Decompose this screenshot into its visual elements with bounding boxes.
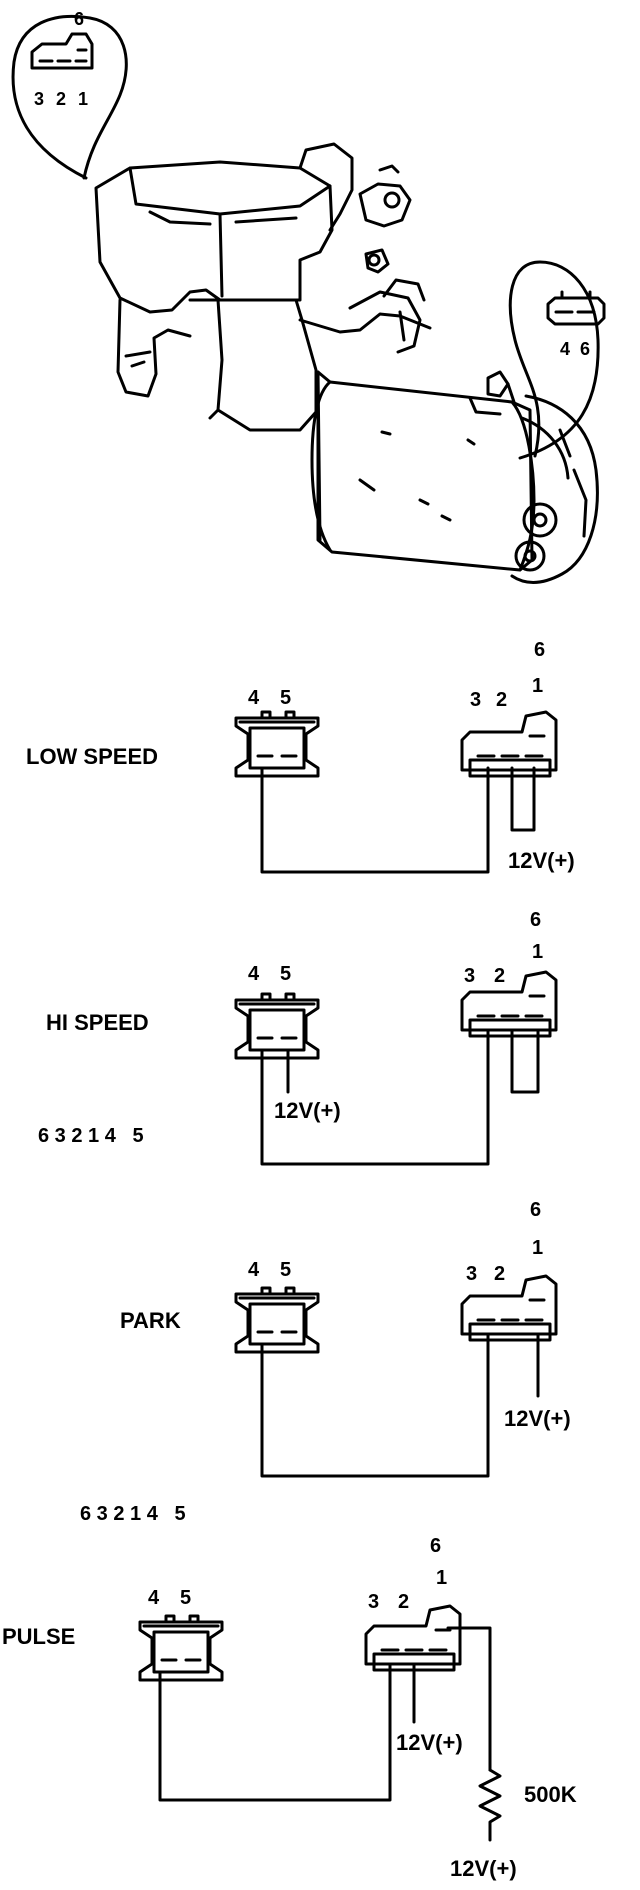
- park-pin-4: 4: [248, 1259, 260, 1281]
- wire-jumper-pin2-pin1: [510, 1028, 540, 1094]
- pin-sequence-2: 6 3 2 1 4 5: [80, 1503, 186, 1525]
- wire-pin6-to-resistor: [446, 1626, 492, 1772]
- low-speed-pin-6: 6: [534, 639, 546, 661]
- park-pin-6: 6: [530, 1199, 542, 1221]
- callout-a-pin-2: 2: [56, 89, 67, 109]
- pulse-pin-1: 1: [436, 1567, 448, 1589]
- wire-jumper-pin2-pin1: [510, 766, 536, 832]
- big-connector-outline: [460, 1274, 558, 1336]
- pin-sequence-1: 6 3 2 1 4 5: [38, 1125, 144, 1147]
- callout-b-pin-4: 4: [560, 339, 571, 359]
- hi-speed-pin-1: 1: [532, 941, 544, 963]
- pulse-pin-5: 5: [180, 1587, 192, 1609]
- pulse-voltage: 12V(+): [396, 1730, 463, 1755]
- callout-connector-a-shape: [30, 32, 94, 70]
- wire-pin4-to-pin3: [158, 1662, 392, 1802]
- low-speed-pin-5: 5: [280, 687, 292, 709]
- wire-pin4-to-pin3: [260, 1028, 490, 1166]
- low-speed-pin-2: 2: [496, 689, 508, 711]
- callout-a-pin-1: 1: [78, 89, 89, 109]
- park-voltage: 12V(+): [504, 1406, 571, 1431]
- pulse-pin-4: 4: [148, 1587, 160, 1609]
- wiper-motor-illustration: [11, 14, 606, 584]
- callout-a-pin-6: 6: [74, 9, 85, 29]
- mode-label-park: PARK: [120, 1308, 181, 1333]
- low-speed-pin-1: 1: [532, 675, 544, 697]
- park-pin-5: 5: [280, 1259, 292, 1281]
- big-connector-outline: [460, 970, 558, 1032]
- park-pin-1: 1: [532, 1237, 544, 1259]
- hi-speed-pin-4: 4: [248, 963, 260, 985]
- pulse-pin-2: 2: [398, 1591, 410, 1613]
- park-pin-3: 3: [466, 1263, 478, 1285]
- callout-bubble-a: [11, 14, 128, 180]
- low-speed-voltage: 12V(+): [508, 848, 575, 873]
- pulse-voltage-2: 12V(+): [450, 1856, 517, 1881]
- small-connector-outline: [234, 716, 320, 778]
- callout-b-pin-6: 6: [580, 339, 591, 359]
- callout-bubble-b: [508, 260, 600, 460]
- mode-label-hi-speed: HI SPEED: [46, 1010, 149, 1035]
- small-connector-outline: [138, 1620, 224, 1682]
- hi-speed-pin-5: 5: [280, 963, 292, 985]
- low-speed-wiring: [234, 710, 558, 874]
- resistor-label: 500K: [524, 1782, 577, 1807]
- park-wiring: [234, 1274, 558, 1478]
- hi-speed-pin-6: 6: [530, 909, 542, 931]
- pulse-pin-6: 6: [430, 1535, 442, 1557]
- big-connector-outline: [364, 1604, 462, 1666]
- low-speed-pin-4: 4: [248, 687, 260, 709]
- big-connector-outline: [460, 710, 558, 772]
- hi-speed-pin-2: 2: [494, 965, 506, 987]
- small-connector-outline: [234, 1292, 320, 1354]
- mode-label-pulse: PULSE: [2, 1624, 76, 1649]
- callout-a-pin-3: 3: [34, 89, 45, 109]
- mode-label-low-speed: LOW SPEED: [26, 744, 159, 769]
- pulse-wiring: [138, 1604, 502, 1842]
- hi-speed-voltage: 12V(+): [274, 1098, 341, 1123]
- pulse-pin-3: 3: [368, 1591, 380, 1613]
- hi-speed-wiring: [234, 970, 558, 1166]
- low-speed-pin-3: 3: [470, 689, 482, 711]
- callout-connector-b-shape: [546, 296, 606, 326]
- wire-pin4-to-pin3: [260, 1332, 490, 1478]
- small-connector-outline: [234, 998, 320, 1060]
- resistor-500k-symbol: [478, 1768, 502, 1842]
- park-pin-2: 2: [494, 1263, 506, 1285]
- wire-pin4-to-pin3: [260, 766, 490, 874]
- hi-speed-pin-3: 3: [464, 965, 476, 987]
